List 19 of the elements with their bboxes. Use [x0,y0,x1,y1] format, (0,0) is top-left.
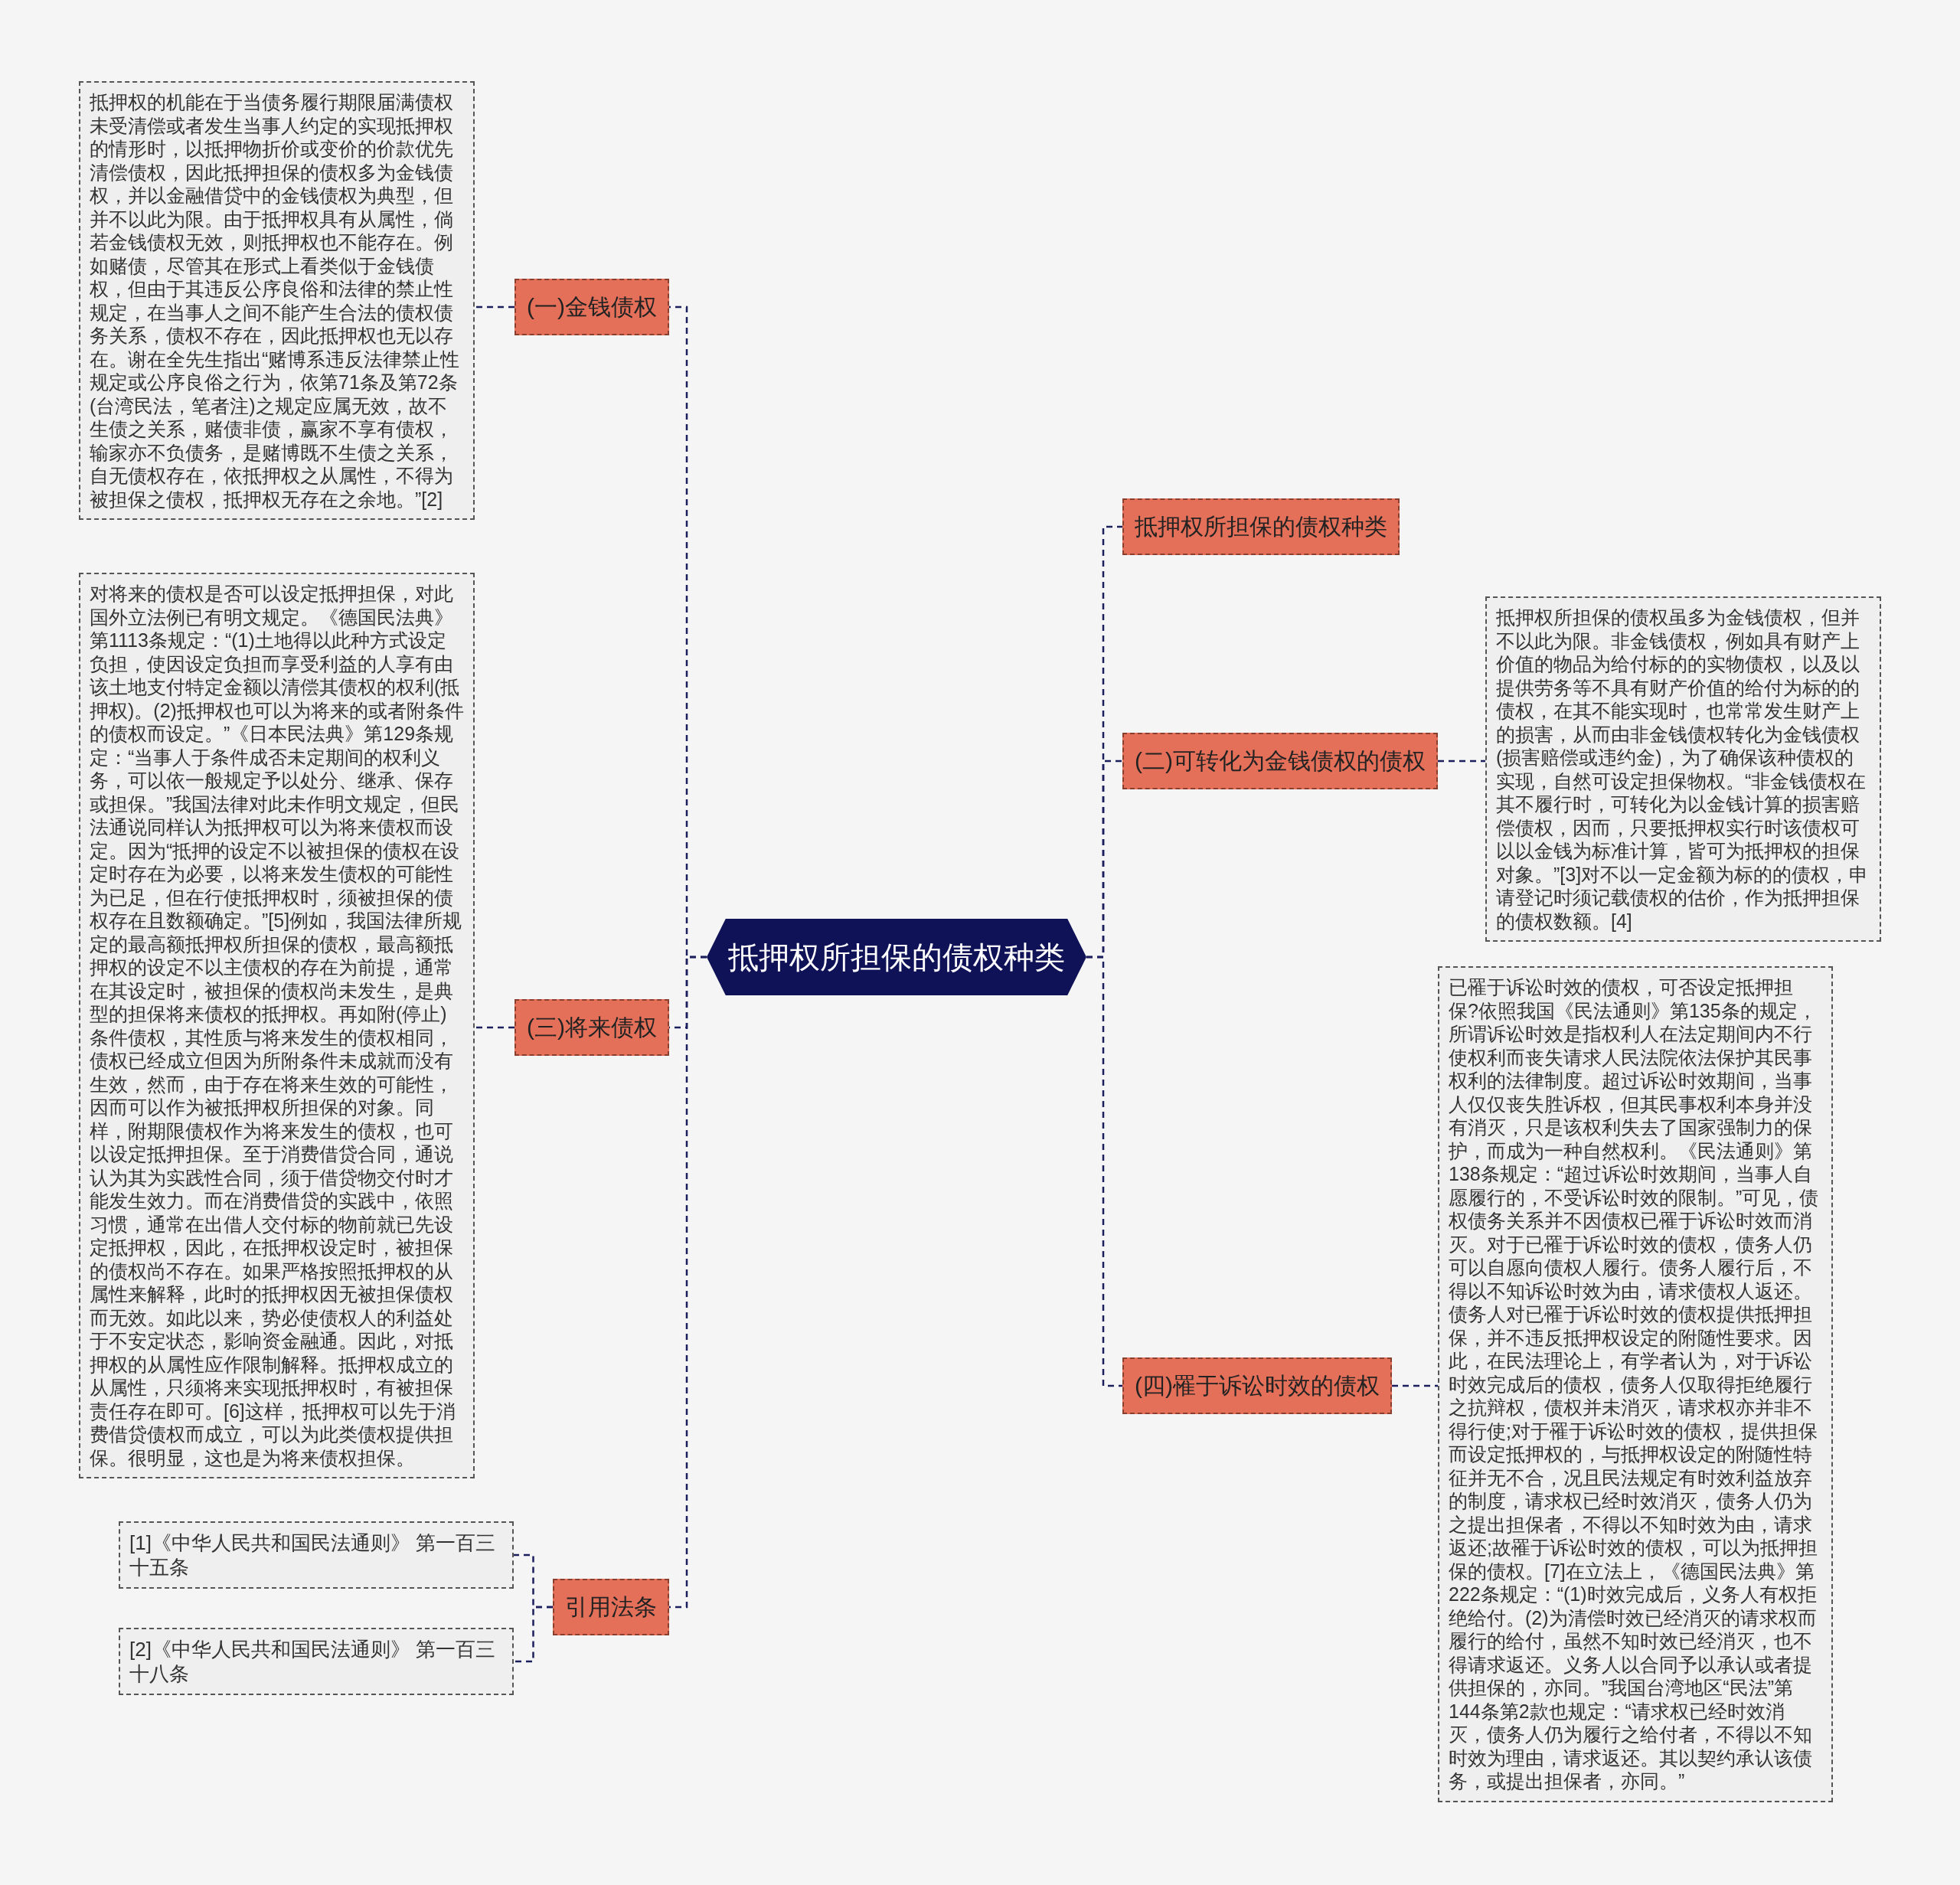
central-topic: 抵押权所担保的债权种类 [707,919,1086,995]
connector-line [1086,956,1122,1387]
topic-box: 抵押权所担保的债权种类 [1122,498,1400,555]
topic-box: (二)可转化为金钱债权的债权 [1122,733,1438,789]
note-box: 对将来的债权是否可以设定抵押担保，对此国外立法例已有明文规定。《德国民法典》第1113条规定：“(1)土地得以此种方式设定负担，使因设定负担而享受利益的人享有由该土地支付特定金额以清偿其债权的权利(抵押权)。(2)抵押权也可以为将来的或者附条件的债权而设定。”《日本民法典》第129条规定：“当事人于条件成否未定期间的权利义务，可以依一般规定予以处分、继承、保存或担保。”我国法律对此未作明文规定，但民法通说同样认为抵押权可以为将来债权而设定。因为“抵押的设定不以被担保的债权在设定时存在为必要，以将来发生债权的可能性为已足，但在行使抵押权时，须被担保的债权存在且数额确定。”[5]例如，我国法律所规定的最高额抵押权所担保的债权，最高额抵押权的设定不以主债权的存在为前提，通常在其设定时，被担保的债权尚未发生，是典型的担保将来债权的抵押权。再如附(停止)条件债权，其性质与将来发生的债权相同，债权已经成立但因为所附条件未成就而没有生效，然而，由于存在将来生效的可能性，因而可以作为被抵押权所担保的对象。同样，附期限债权作为将来发生的债权，也可以设定抵押担保。至于消费借贷合同，通说认为其为实践性合同，须于借贷物交付时才能发生效力。而在消费借贷的实践中，依照习惯，通常在出借人交付标的物前就已先设定抵押权，因此，在抵押权设定时，被担保的债权尚不存在。如果严格按照抵押权的从属性来解释，此时的抵押权因无被担保债权而无效。如此以来，势必使债权人的利益处于不安定状态，影响资金融通。因此，对抵押权的从属性应作限制解释。抵押权成立的从属性，只须将来实现抵押权时，有被担保责任存在即可。[6]这样，抵押权可以先于消费借贷债权而成立，可以为此类债权提供担保。很明显，这也是为将来债权担保。 [79,573,475,1478]
connector-line [514,1606,553,1663]
connector-line [1438,760,1485,763]
connector-line [1392,1384,1438,1387]
connector-line [475,1026,514,1029]
topic-box: (四)罹于诉讼时效的债权 [1122,1357,1392,1414]
note-box: 抵押权的机能在于当债务履行期限届满债权未受清偿或者发生当事人约定的实现抵押权的情形时，以抵押物折价或变价的价款优先清偿债权，因此抵押担保的债权多为金钱债权，并以金融借贷中的金钱债权为典型，但并不以此为限。由于抵押权具有从属性，倘若金钱债权无效，则抵押权也不能存在。例如赌债，尽管其在形式上看类似于金钱债权，但由于其违反公序良俗和法律的禁止性规定，在当事人之间不能产生合法的债权债务关系，债权不存在，因此抵押权也无以存在。谢在全先生指出“赌博系违反法律禁止性规定或公序良俗之行为，依第71条及第72条(台湾民法，笔者注)之规定应属无效，故不生债之关系，赌债非债，赢家不享有债权，输家亦不负债务，是赌博既不生债之关系，自无债权存在，依抵押权之从属性，不得为被担保之债权，抵押权无存在之余地。”[2] [79,81,475,520]
topic-box: (一)金钱债权 [514,279,669,335]
citation-box: [1]《中华人民共和国民法通则》 第一百三十五条 [119,1521,514,1589]
note-box: 已罹于诉讼时效的债权，可否设定抵押担保?依照我国《民法通则》第135条的规定，所谓诉讼时效是指权利人在法定期间内不行使权利而丧失请求人民法院依法保护其民事权利的法律制度。超过诉讼时效期间，当事人仅仅丧失胜诉权，但其民事权利本身并没有消灭，只是该权利失去了国家强制力的保护，而成为一种自然权利。《民法通则》第138条规定：“超过诉讼时效期间，当事人自愿履行的，不受诉讼时效的限制。”可见，债权债务关系并不因债权已罹于诉讼时效而消灭。对于已罹于诉讼时效的债权，债务人仍可以自愿向债权人履行。债务人履行后，不得以不知诉讼时效为由，请求债权人返还。债务人对已罹于诉讼时效的债权提供抵押担保，并不违反抵押权设定的附随性要求。因此，在民法理论上，有学者认为，对于诉讼时效完成后的债权，债务人仅取得拒绝履行之抗辩权，债权并未消灭，请求权亦并非不得行使;对于罹于诉讼时效的债权，提供担保而设定抵押权的，与抵押权设定的附随性特征并无不合，况且民法规定有时效利益放弃的制度，请求权已经时效消灭，债务人仍为之提出担保者，不得以不知时效为由，请求返还;故罹于诉讼时效的债权，可以为抵押担保的债权。[7]在立法上，《德国民法典》第222条规定：“(1)时效完成后，义务人有权拒绝给付。(2)为清偿时效已经消灭的请求权而履行的给付，虽然不知时效已经消灭，也不得请求返还。义务人以合同予以承认或者提供担保的，亦同。”我国台湾地区“民法”第144条第2款也规定：“请求权已经时效消灭，债务人仍为履行之给付者，不得以不知时效为理由，请求返还。其以契约承认该债务，或提出担保者，亦同。” [1438,966,1833,1802]
note-box: 抵押权所担保的债权虽多为金钱债权，但并不以此为限。非金钱债权，例如具有财产上价值的物品为给付标的的实物债权，以及以提供劳务等不具有财产价值的给付为标的的债权，在其不能实现时，也常常发生财产上的损害，从而由非金钱债权转化为金钱债权(损害赔偿或违约金)，为了确保该种债权的实现，自然可设定担保物权。“非金钱债权在其不履行时，可转化为以金钱计算的损害赔偿债权，因而，只要抵押权实行时该债权可以以金钱为标准计算，皆可为抵押权的担保对象。”[3]对不以一定金额为标的的债权，申请登记时须记载债权的估价，作为抵押担保的债权数额。[4] [1485,596,1881,942]
citation-box: [2]《中华人民共和国民法通则》 第一百三十八条 [119,1628,514,1695]
topic-box: (三)将来债权 [514,999,669,1056]
topic-box: 引用法条 [553,1579,669,1635]
connector-line [475,305,514,309]
